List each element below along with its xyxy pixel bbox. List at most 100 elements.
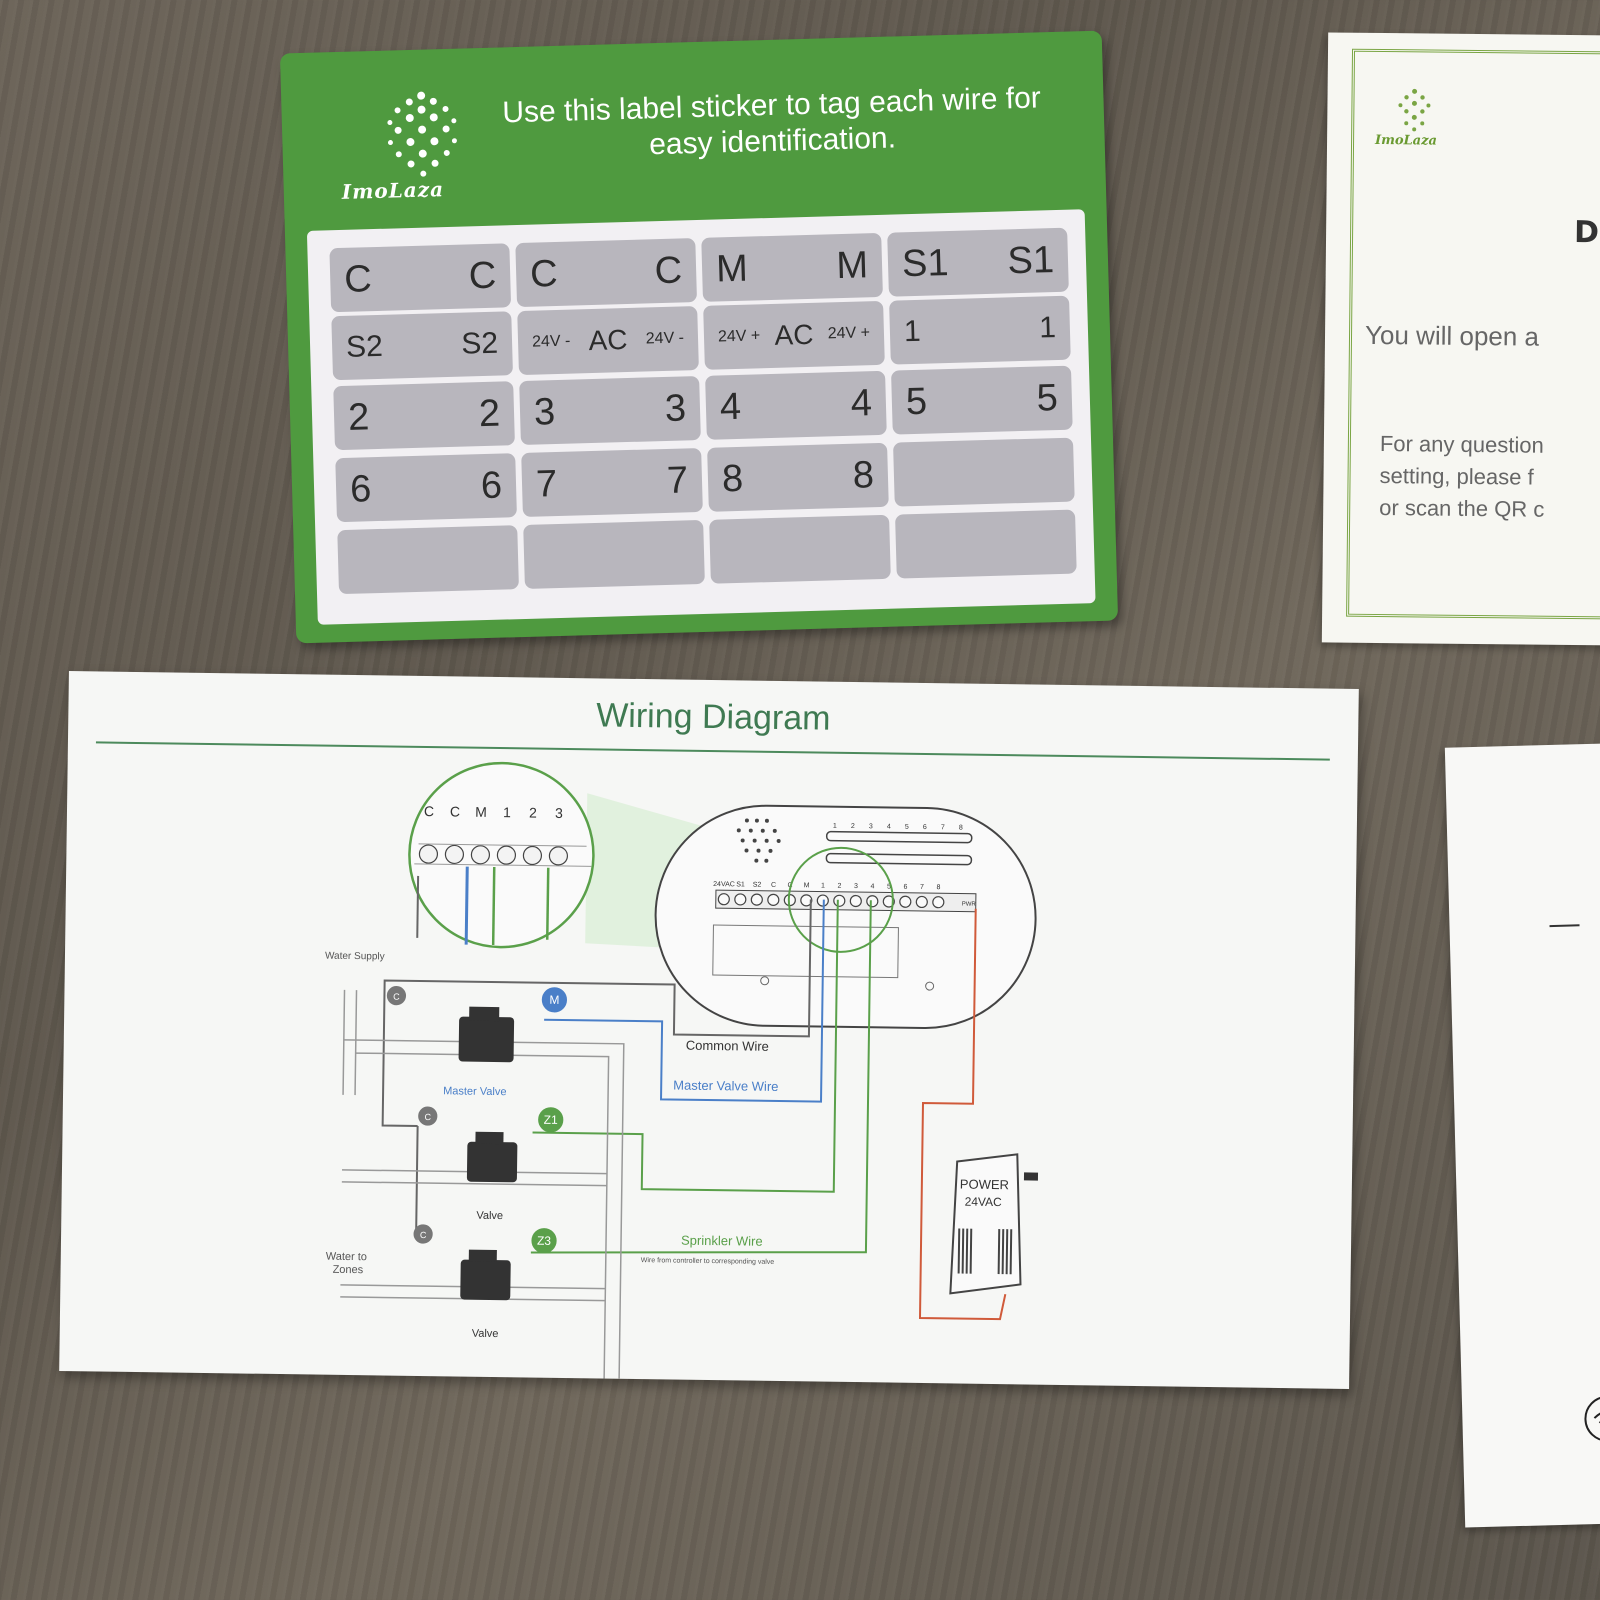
zone-indicator-number: 2 xyxy=(851,823,855,830)
wifi-icon xyxy=(1584,1395,1600,1442)
wire-badge-label: M xyxy=(549,993,559,1007)
sticker-label-text: 6 xyxy=(349,467,372,511)
sticker-label-text: C xyxy=(343,257,373,301)
water-supply-label: Water Supply xyxy=(325,951,385,963)
zone-indicator-number: 7 xyxy=(941,824,945,831)
terminal-screw-icon xyxy=(717,893,730,906)
controller-terminal-label: 6 xyxy=(904,884,908,891)
master-valve-label: Master Valve xyxy=(443,1085,507,1098)
sticker-label-text: 5 xyxy=(1036,376,1059,420)
wire-label-sticker[interactable] xyxy=(895,509,1077,579)
brand-logo-text: ImoLaza xyxy=(341,177,445,204)
sticker-label-text: 8 xyxy=(852,453,875,497)
wire-badge-label: C xyxy=(424,1112,431,1122)
controller-outline xyxy=(654,804,1037,1030)
wire-label-sticker[interactable] xyxy=(337,525,519,595)
terminal-screw-icon xyxy=(444,844,465,865)
wire-badge-icon xyxy=(386,986,407,1006)
sticker-voltage-text: 24V - xyxy=(531,332,571,351)
terminal-screw-icon xyxy=(833,894,846,907)
wire-label-sticker[interactable] xyxy=(709,514,891,584)
terminal-screw-icon xyxy=(915,895,928,909)
terminal-screw-icon xyxy=(866,895,879,908)
wire-label-sticker[interactable]: S2 S2 xyxy=(331,311,513,381)
wire-label-sticker[interactable]: 24V - AC 24V - xyxy=(517,306,699,376)
sticker-label-text: S2 xyxy=(460,326,499,361)
zoom-terminal-label: 3 xyxy=(555,805,563,821)
sticker-label-text: 6 xyxy=(480,464,503,507)
terminal-screw-icon xyxy=(750,893,763,906)
sticker-label-text: 7 xyxy=(535,462,558,506)
controller-terminal-label: S1 xyxy=(736,881,745,888)
controller-speaker-icon xyxy=(736,818,781,863)
terminal-screw-icon xyxy=(470,845,491,865)
document-help-text: For any question setting, please f or sc… xyxy=(1379,431,1545,522)
wire-label-sticker[interactable] xyxy=(523,519,705,589)
water-to-zones-label-1: Water to xyxy=(326,1251,367,1264)
controller-terminal-label: M xyxy=(804,882,810,889)
zone-indicator-number: 5 xyxy=(905,824,909,831)
sticker-label-text: S1 xyxy=(901,241,950,285)
wire-label-sticker-card: ImoLaza Use this label sticker to tag ea… xyxy=(279,30,1119,644)
valve-label-1: Valve xyxy=(476,1210,503,1222)
controller-terminal-label: 5 xyxy=(887,883,891,890)
controller-terminal-label: C xyxy=(771,882,776,889)
sticker-label-text: 2 xyxy=(347,395,370,439)
controller-terminal-label: S2 xyxy=(753,882,762,889)
sticker-voltage-text: 24V - xyxy=(645,329,685,348)
wire-label-sticker[interactable]: S1 S1 xyxy=(887,227,1069,297)
sticker-label-text: 5 xyxy=(905,380,928,423)
zone-indicator-number: 6 xyxy=(923,824,927,831)
sticker-label-text: M xyxy=(715,247,749,290)
terminal-screw-icon xyxy=(548,846,569,866)
wire-badge-icon xyxy=(531,1228,557,1254)
wire-badge-label: C xyxy=(393,992,400,1002)
instruction-document: ImoLaza D You will open a For any questi… xyxy=(1321,32,1600,646)
sticker-label-text: 8 xyxy=(721,457,744,500)
zoom-terminal-label: M xyxy=(475,804,487,820)
sticker-label-text: 4 xyxy=(850,381,873,425)
zoom-terminal-label: C xyxy=(424,803,434,819)
sticker-label-text: C xyxy=(529,252,559,296)
terminal-screw-icon xyxy=(418,844,439,864)
controller-terminal-label: 24VAC xyxy=(713,881,735,888)
sticker-instruction: Use this label sticker to tag each wire … xyxy=(501,81,1042,162)
wire-badge-icon xyxy=(418,1106,438,1126)
wire-badge-icon xyxy=(538,1107,564,1133)
zone-indicator-number: 8 xyxy=(959,824,963,831)
wire-badge-label: Z1 xyxy=(544,1113,559,1127)
controller-terminal-label: 8 xyxy=(937,884,941,891)
document-brand: ImoLaza xyxy=(1374,132,1438,149)
logo-dots-icon xyxy=(387,91,457,177)
wire-label-sticker[interactable] xyxy=(893,437,1075,507)
sticker-label-text: 3 xyxy=(664,386,687,430)
power-label: POWER xyxy=(960,1177,1009,1193)
pwr-terminal-label: PWR xyxy=(962,902,977,908)
sticker-ac-text: AC xyxy=(588,324,628,357)
sticker-label-text: S1 xyxy=(1006,238,1055,282)
terminal-screw-icon xyxy=(767,893,780,906)
controller-terminal-label: 7 xyxy=(920,884,924,891)
controller-terminal-label: 2 xyxy=(838,883,842,890)
master-valve-wire-label: Master Valve Wire xyxy=(673,1078,778,1094)
sticker-label-text: S2 xyxy=(345,329,384,364)
power-voltage-label: 24VAC xyxy=(965,1195,1003,1210)
sticker-label-text: M xyxy=(835,243,869,287)
terminal-screw-icon xyxy=(882,895,895,908)
